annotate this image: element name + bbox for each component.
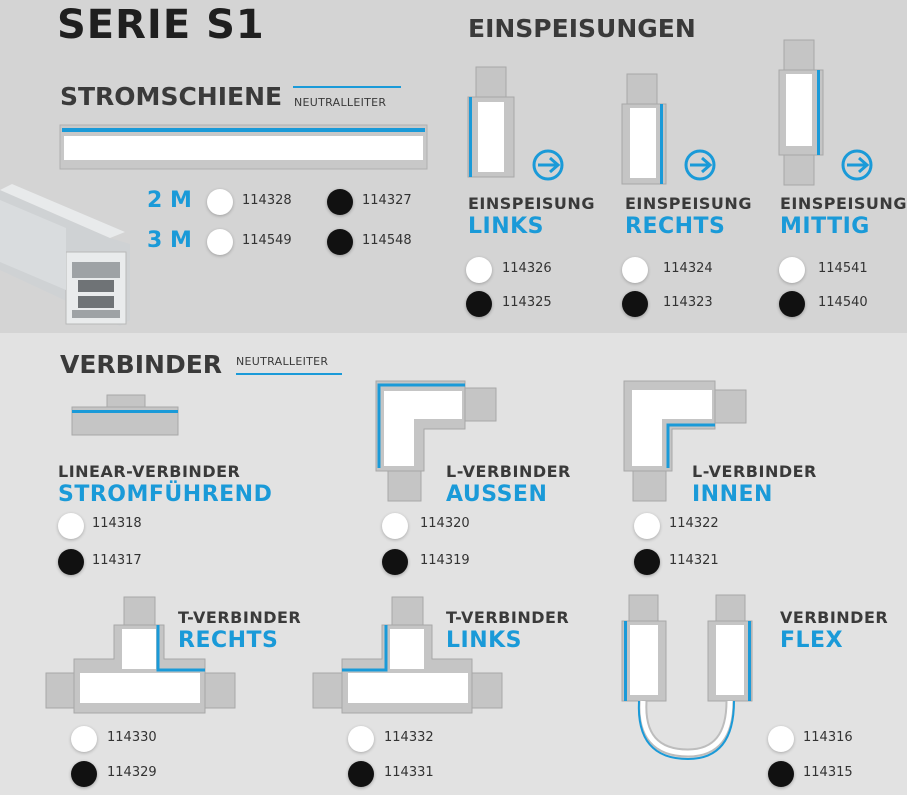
einspeisung-rechts-line1: EINSPEISUNG <box>625 194 752 213</box>
l-verbinder-innen-line1: L-VERBINDER <box>692 462 817 481</box>
article-number: 114332 <box>384 730 434 745</box>
t-verbinder-rechts-line1: T-VERBINDER <box>178 608 302 627</box>
article-number: 114549 <box>242 233 292 248</box>
linear-verbinder-graphic <box>71 394 179 436</box>
white-finish-swatch <box>207 189 233 215</box>
t-verbinder-links-line2: LINKS <box>446 628 523 653</box>
black-finish-swatch <box>71 761 97 787</box>
einspeisung-mittig-graphic <box>778 39 873 186</box>
t-verbinder-rechts-graphic <box>45 596 236 714</box>
article-number: 114327 <box>362 193 412 208</box>
white-finish-swatch <box>779 257 805 283</box>
article-number: 114541 <box>818 261 868 276</box>
article-number: 114330 <box>107 730 157 745</box>
verbinder-title: VERBINDER <box>60 350 223 379</box>
black-finish-swatch <box>768 761 794 787</box>
black-finish-swatch <box>634 549 660 575</box>
article-number: 114322 <box>669 516 719 531</box>
einspeisung-mittig-line2: MITTIG <box>780 214 870 239</box>
white-finish-swatch <box>466 257 492 283</box>
article-number: 114320 <box>420 516 470 531</box>
white-finish-swatch <box>634 513 660 539</box>
neutral-line-indicator <box>236 373 342 375</box>
black-finish-swatch <box>382 549 408 575</box>
black-finish-swatch <box>327 189 353 215</box>
white-finish-swatch <box>382 513 408 539</box>
article-number: 114540 <box>818 295 868 310</box>
einspeisung-rechts-line2: RECHTS <box>625 214 726 239</box>
black-finish-swatch <box>466 291 492 317</box>
neutral-line-indicator <box>293 86 401 88</box>
article-number: 114316 <box>803 730 853 745</box>
black-finish-swatch <box>348 761 374 787</box>
article-number: 114321 <box>669 553 719 568</box>
linear-verbinder-line1: LINEAR-VERBINDER <box>58 462 241 481</box>
verbinder-flex-line1: VERBINDER <box>780 608 889 627</box>
length-2m: 2 M <box>147 188 192 213</box>
article-number: 114325 <box>502 295 552 310</box>
article-number: 114548 <box>362 233 412 248</box>
article-number: 114326 <box>502 261 552 276</box>
black-finish-swatch <box>622 291 648 317</box>
linear-verbinder-line2: STROMFÜHREND <box>58 482 273 507</box>
einspeisungen-title: EINSPEISUNGEN <box>468 14 696 43</box>
neutral-label: NEUTRALLEITER <box>236 355 329 368</box>
feed-in-illustrations <box>467 39 873 186</box>
article-number: 114323 <box>663 295 713 310</box>
t-verbinder-rechts-line2: RECHTS <box>178 628 279 653</box>
l-verbinder-aussen-graphic <box>375 380 497 502</box>
einspeisung-links-line2: LINKS <box>468 214 545 239</box>
connector-illustrations <box>45 380 753 761</box>
einspeisung-rechts-graphic <box>621 73 716 185</box>
track-illustration <box>0 124 428 326</box>
t-verbinder-links-graphic <box>312 596 503 714</box>
white-finish-swatch <box>348 726 374 752</box>
white-finish-swatch <box>622 257 648 283</box>
einspeisung-mittig-line1: EINSPEISUNG <box>780 194 907 213</box>
l-verbinder-aussen-line1: L-VERBINDER <box>446 462 571 481</box>
article-number: 114324 <box>663 261 713 276</box>
l-verbinder-innen-line2: INNEN <box>692 482 773 507</box>
article-number: 114328 <box>242 193 292 208</box>
article-number: 114317 <box>92 553 142 568</box>
black-finish-swatch <box>779 291 805 317</box>
length-3m: 3 M <box>147 228 192 253</box>
t-verbinder-links-line1: T-VERBINDER <box>446 608 570 627</box>
white-finish-swatch <box>71 726 97 752</box>
article-number: 114329 <box>107 765 157 780</box>
white-finish-swatch <box>768 726 794 752</box>
black-finish-swatch <box>58 549 84 575</box>
l-verbinder-innen-graphic <box>623 380 747 502</box>
article-number: 114318 <box>92 516 142 531</box>
l-verbinder-aussen-line2: AUSSEN <box>446 482 548 507</box>
einspeisung-links-line1: EINSPEISUNG <box>468 194 595 213</box>
article-number: 114315 <box>803 765 853 780</box>
article-number: 114319 <box>420 553 470 568</box>
article-number: 114331 <box>384 765 434 780</box>
stromschiene-title: STROMSCHIENE <box>60 82 283 111</box>
einspeisung-links-graphic <box>467 66 564 181</box>
neutral-label: NEUTRALLEITER <box>294 96 387 109</box>
white-finish-swatch <box>207 229 233 255</box>
verbinder-flex-graphic <box>621 594 753 761</box>
page-title: SERIE S1 <box>57 2 265 48</box>
verbinder-flex-line2: FLEX <box>780 628 844 653</box>
white-finish-swatch <box>58 513 84 539</box>
black-finish-swatch <box>327 229 353 255</box>
